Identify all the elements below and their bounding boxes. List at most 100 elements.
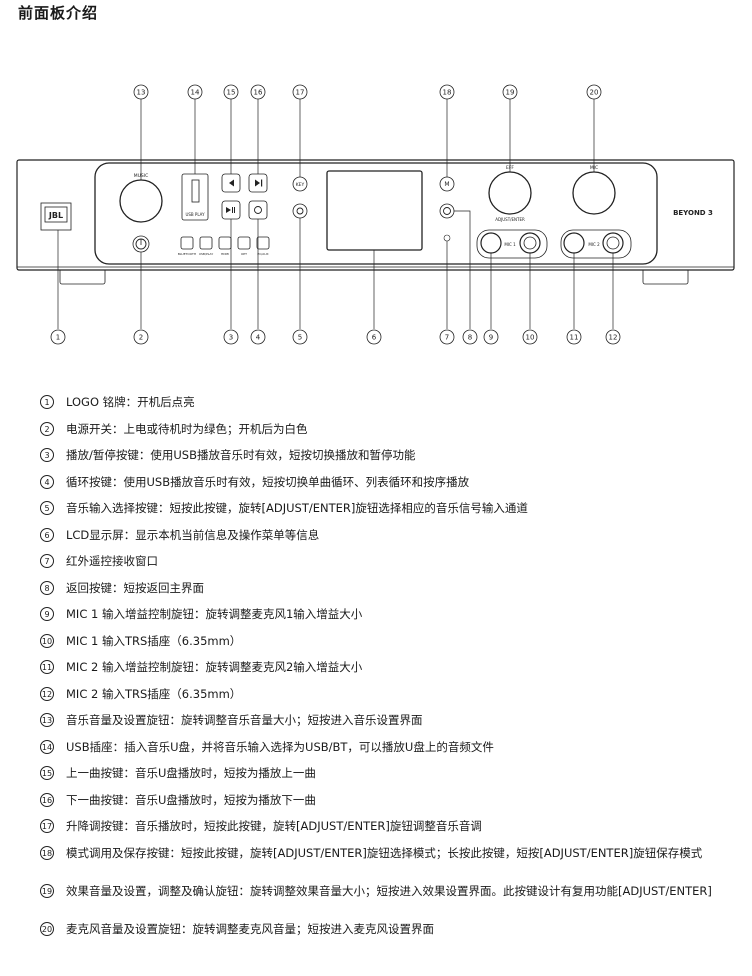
callout-number: 14: [191, 89, 200, 97]
item-number: 6: [40, 527, 54, 542]
item-number: 15: [40, 766, 54, 780]
callout-marker: [605, 329, 621, 345]
callout-marker: [133, 84, 149, 100]
item-number: 2: [40, 421, 54, 436]
list-item: 8 返回按键：短按返回主界面: [40, 580, 740, 608]
item-text: MIC 1 输入TRS插座（6.35mm）: [66, 633, 242, 648]
callout-number: 13: [137, 89, 146, 97]
callout-marker: [522, 329, 538, 345]
mic1-label: MIC 1: [504, 242, 516, 247]
callout-number: 2: [139, 334, 143, 342]
item-number: 3: [40, 448, 54, 462]
item-number: 14: [40, 739, 54, 754]
callout-marker: [366, 329, 382, 345]
input-label-3: HDMI: [221, 252, 229, 256]
item-number: 5: [40, 501, 54, 515]
item-number: 10: [40, 633, 54, 648]
callout-number: 1: [56, 334, 60, 342]
eff-knob: [488, 171, 532, 215]
callout-marker: [223, 329, 239, 345]
callout-number: 7: [445, 334, 449, 342]
item-text: MIC 2 输入增益控制旋钮：旋转调整麦克风2输入增益大小: [66, 660, 363, 674]
callout-number: 6: [372, 334, 377, 342]
return-button: [439, 203, 455, 219]
item-text: USB插座：插入音乐U盘，并将音乐输入选择为USB/BT，可以播放U盘上的音频文…: [66, 739, 494, 754]
callout-marker: [292, 84, 308, 100]
adjust-enter-label: ADJUST/ENTER: [495, 217, 525, 222]
item-text: 音乐输入选择按键：短按此按键，旋转[ADJUST/ENTER]旋钮选择相应的音乐…: [66, 501, 528, 515]
callout-number: 12: [609, 334, 618, 342]
item-text: LCD显示屏：显示本机当前信息及操作菜单等信息: [66, 527, 320, 542]
callout-marker: [50, 329, 66, 345]
beyond-logo: BEYOND 3: [673, 209, 713, 217]
list-item: 5 音乐输入选择按键：短按此按键，旋转[ADJUST/ENTER]旋钮选择相应的音…: [40, 501, 740, 528]
item-text: 电源开关：上电或待机时为绿色；开机后为白色: [66, 421, 308, 436]
input-label-4: OPT: [241, 252, 247, 256]
input-label-2: USB/PLAY: [199, 252, 214, 256]
callout-marker: [566, 329, 582, 345]
item-text: 上一曲按键：音乐U盘播放时，短按为播放上一曲: [66, 766, 316, 780]
item-number: 18: [40, 845, 54, 860]
usb-play-label: USB PLAY: [185, 212, 205, 217]
list-item: 20 麦克风音量及设置旋钮：旋转调整麦克风音量；短按进入麦克风设置界面: [40, 921, 740, 949]
item-number: 19: [40, 883, 54, 898]
callout-marker: [439, 329, 455, 345]
input-select-button: [292, 203, 308, 219]
callout-number: 11: [570, 334, 579, 342]
mic1-gain-knob: [480, 232, 502, 254]
callout-marker: [250, 329, 266, 345]
callout-marker: [502, 84, 518, 100]
callout-number: 19: [506, 89, 515, 97]
callout-marker: [586, 84, 602, 100]
callout-marker: [187, 84, 203, 100]
item-number: 7: [40, 554, 54, 568]
mic-knob: [572, 171, 616, 215]
usb-socket: [191, 179, 200, 203]
callout-number: 3: [229, 334, 233, 342]
item-number: 1: [40, 395, 54, 409]
item-number: 8: [40, 580, 54, 595]
mic2-gain-knob: [563, 232, 585, 254]
item-text: 循环按键：使用USB播放音乐时有效，短按切换单曲循环、列表循环和按序播放: [66, 474, 470, 489]
item-text: 升降调按键：音乐播放时，短按此按键，旋转[ADJUST/ENTER]旋钮调整音乐…: [66, 819, 482, 833]
list-item: 14 USB插座：插入音乐U盘，并将音乐输入选择为USB/BT，可以播放U盘上的音…: [40, 739, 740, 767]
list-item: 12 MIC 2 输入TRS插座（6.35mm）: [40, 686, 740, 714]
list-item: 15 上一曲按键：音乐U盘播放时，短按为播放上一曲: [40, 766, 740, 793]
item-text: 返回按键：短按返回主界面: [66, 580, 204, 595]
item-number: 11: [40, 660, 54, 674]
callout-marker: [250, 84, 266, 100]
item-text: 模式调用及保存按键：短按此按键，旋转[ADJUST/ENTER]旋钮选择模式；长…: [66, 845, 703, 860]
callout-number: 17: [296, 89, 305, 97]
item-text: 麦克风音量及设置旋钮：旋转调整麦克风音量；短按进入麦克风设置界面: [66, 921, 434, 936]
item-number: 12: [40, 686, 54, 701]
item-number: 13: [40, 713, 54, 727]
item-text: 红外遥控接收窗口: [66, 554, 158, 568]
callout-marker: [292, 329, 308, 345]
music-knob: [119, 179, 163, 223]
loop-button: [248, 200, 268, 220]
item-number: 20: [40, 921, 54, 936]
callout-marker: [223, 84, 239, 100]
callout-marker: [133, 329, 149, 345]
item-number: 9: [40, 607, 54, 621]
list-item: 11 MIC 2 输入增益控制旋钮：旋转调整麦克风2输入增益大小: [40, 660, 740, 687]
mic2-label: MIC 2: [588, 242, 600, 247]
callout-number: 16: [254, 89, 263, 97]
callout-number: 9: [489, 334, 493, 342]
list-item: 6 LCD显示屏：显示本机当前信息及操作菜单等信息: [40, 527, 740, 555]
list-item: 7 红外遥控接收窗口: [40, 554, 740, 581]
key-button-label: KEY: [296, 182, 305, 188]
item-number: 17: [40, 819, 54, 833]
item-text: MIC 2 输入TRS插座（6.35mm）: [66, 686, 242, 701]
callout-number: 20: [590, 89, 599, 97]
callout-number: 10: [526, 334, 535, 342]
item-text: 下一曲按键：音乐U盘播放时，短按为播放下一曲: [66, 792, 316, 807]
